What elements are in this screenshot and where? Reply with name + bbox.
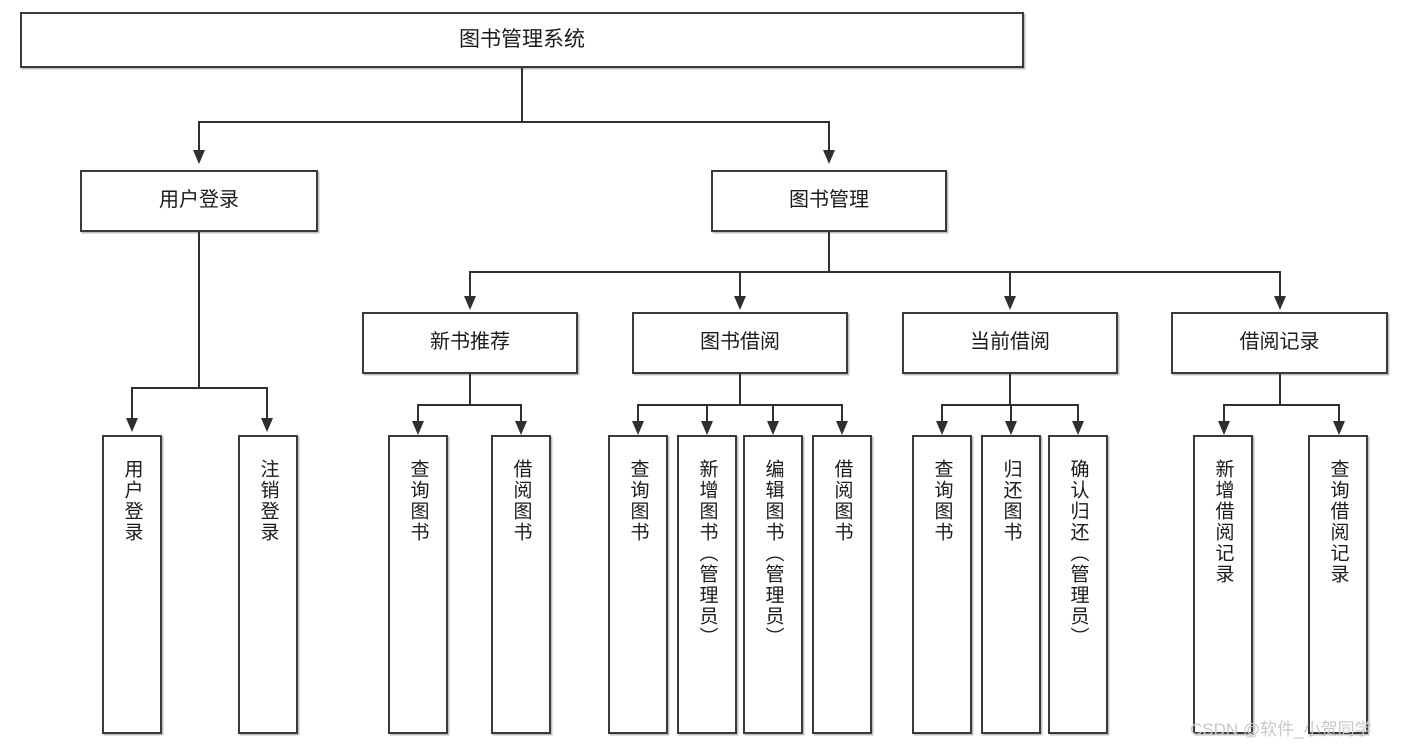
- node-label: 注销登录: [257, 459, 279, 543]
- connector-borrow-record-leaf-2: [1338, 404, 1340, 424]
- node-label: 编辑图书（管理员）: [762, 459, 784, 648]
- arrowhead-leaf-user-login: [126, 418, 138, 432]
- connector-new-book-recommend-stem: [469, 374, 471, 405]
- arrowhead-user-login: [193, 150, 205, 164]
- leaf-add-borrow-record[interactable]: 新增借阅记录: [1193, 435, 1253, 734]
- node-user-login[interactable]: 用户登录: [80, 170, 318, 232]
- connector-current-borrow-leaf-2: [1010, 404, 1012, 424]
- leaf-borrow-book-recommend[interactable]: 借阅图书: [491, 435, 551, 734]
- leaf-add-book-admin[interactable]: 新增图书（管理员）: [677, 435, 737, 734]
- node-label: 借阅记录: [1239, 331, 1320, 354]
- node-label: 图书借阅: [700, 331, 780, 354]
- connector-user-login-stem: [198, 232, 200, 388]
- arrowhead-leaf-add-book: [701, 421, 713, 435]
- node-label: 借阅图书: [510, 459, 532, 543]
- node-label: 查询图书: [931, 459, 953, 543]
- connector-new-book-recommend-bus: [417, 404, 522, 406]
- node-label: 查询借阅记录: [1327, 459, 1349, 585]
- connector-book-borrow-bus: [637, 404, 843, 406]
- leaf-borrow-book[interactable]: 借阅图书: [812, 435, 872, 734]
- connector-root-bus: [198, 121, 830, 123]
- connector-user-login-leaf-2: [266, 387, 268, 419]
- node-label: 当前借阅: [970, 331, 1050, 354]
- node-borrow-record[interactable]: 借阅记录: [1171, 312, 1388, 374]
- connector-to-current-borrow: [1009, 271, 1011, 299]
- node-new-book-recommend[interactable]: 新书推荐: [362, 312, 578, 374]
- arrowhead-leaf-query-book-borrow: [632, 421, 644, 435]
- leaf-confirm-return-admin[interactable]: 确认归还（管理员）: [1048, 435, 1108, 734]
- node-label: 用户登录: [121, 459, 143, 543]
- connector-book-management-stem: [828, 232, 830, 272]
- leaf-query-book-current[interactable]: 查询图书: [912, 435, 972, 734]
- arrowhead-leaf-return-book: [1005, 421, 1017, 435]
- connector-current-borrow-stem: [1009, 374, 1011, 405]
- connector-new-book-leaf-2: [520, 404, 522, 424]
- connector-root-stem: [521, 68, 523, 122]
- arrowhead-leaf-add-borrow-record: [1218, 421, 1230, 435]
- connector-root-to-user-login: [198, 121, 200, 151]
- leaf-user-login[interactable]: 用户登录: [102, 435, 162, 734]
- connector-user-login-leaf-1: [131, 387, 133, 419]
- connector-book-borrow-leaf-2: [706, 404, 708, 424]
- leaf-return-book[interactable]: 归还图书: [981, 435, 1041, 734]
- node-root-book-management-system[interactable]: 图书管理系统: [20, 12, 1024, 68]
- node-label: 确认归还（管理员）: [1067, 459, 1089, 648]
- arrowhead-new-book-recommend: [464, 296, 476, 310]
- arrowhead-leaf-edit-book: [767, 421, 779, 435]
- connector-book-borrow-leaf-3: [772, 404, 774, 424]
- connector-borrow-record-bus: [1223, 404, 1340, 406]
- leaf-query-borrow-record[interactable]: 查询借阅记录: [1308, 435, 1368, 734]
- node-label: 新书推荐: [430, 331, 510, 354]
- arrowhead-leaf-query-borrow-record: [1333, 421, 1345, 435]
- arrowhead-borrow-record: [1274, 296, 1286, 310]
- arrowhead-current-borrow: [1004, 296, 1016, 310]
- arrowhead-leaf-query-book-current: [936, 421, 948, 435]
- connector-to-book-borrow: [739, 271, 741, 299]
- leaf-logout[interactable]: 注销登录: [238, 435, 298, 734]
- node-book-borrow[interactable]: 图书借阅: [632, 312, 848, 374]
- node-label: 新增图书（管理员）: [696, 459, 718, 648]
- arrowhead-leaf-borrow-book: [836, 421, 848, 435]
- node-label: 图书管理: [789, 189, 869, 212]
- connector-to-new-book-recommend: [469, 271, 471, 299]
- node-book-management[interactable]: 图书管理: [711, 170, 947, 232]
- arrowhead-leaf-confirm-return: [1072, 421, 1084, 435]
- arrowhead-leaf-logout: [261, 418, 273, 432]
- connector-borrow-record-stem: [1279, 374, 1281, 405]
- connector-new-book-leaf-1: [417, 404, 419, 424]
- node-current-borrow[interactable]: 当前借阅: [902, 312, 1118, 374]
- connector-current-borrow-leaf-1: [941, 404, 943, 424]
- arrowhead-book-borrow: [734, 296, 746, 310]
- arrowhead-leaf-query-book-recommend: [412, 421, 424, 435]
- node-label: 用户登录: [159, 189, 239, 212]
- connector-level2-bus: [469, 271, 1280, 273]
- connector-user-login-bus: [131, 387, 268, 389]
- connector-book-borrow-leaf-1: [637, 404, 639, 424]
- node-label: 归还图书: [1000, 459, 1022, 543]
- connector-borrow-record-leaf-1: [1223, 404, 1225, 424]
- arrowhead-leaf-borrow-book-recommend: [515, 421, 527, 435]
- connector-root-to-book-management: [828, 121, 830, 151]
- node-label: 新增借阅记录: [1212, 459, 1234, 585]
- connector-current-borrow-leaf-3: [1077, 404, 1079, 424]
- arrowhead-book-management: [823, 150, 835, 164]
- leaf-query-book-recommend[interactable]: 查询图书: [388, 435, 448, 734]
- connector-to-borrow-record: [1279, 271, 1281, 299]
- connector-book-borrow-leaf-4: [841, 404, 843, 424]
- connector-book-borrow-stem: [739, 374, 741, 405]
- leaf-edit-book-admin[interactable]: 编辑图书（管理员）: [743, 435, 803, 734]
- node-label: 查询图书: [627, 459, 649, 543]
- node-label: 图书管理系统: [459, 27, 585, 51]
- node-label: 借阅图书: [831, 459, 853, 543]
- leaf-query-book-borrow[interactable]: 查询图书: [608, 435, 668, 734]
- node-label: 查询图书: [407, 459, 429, 543]
